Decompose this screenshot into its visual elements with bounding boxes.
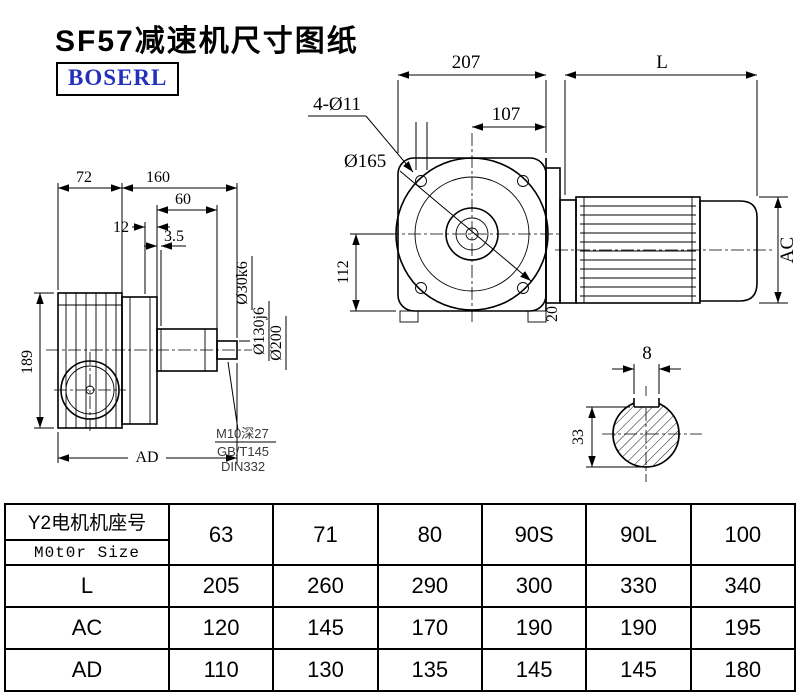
table-cell: 300	[480, 564, 588, 608]
dim-189: 189	[19, 350, 36, 374]
table-cell: 145	[585, 648, 692, 692]
dim-60: 60	[175, 191, 191, 208]
table-cell: 130	[272, 648, 379, 692]
table-cell-size: 100	[689, 503, 797, 566]
table-cell: 145	[480, 648, 588, 692]
dim-12: 12	[113, 219, 129, 236]
motor-size-header-cell: Y2电机机座号 M0t0r Size	[4, 503, 170, 566]
dim-165: Ø165	[344, 151, 386, 172]
dim-20: 20	[544, 306, 561, 322]
table-cell: 340	[689, 564, 797, 608]
table-cell: 330	[585, 564, 692, 608]
dim-flange-dia: Ø200	[268, 325, 285, 361]
table-cell: 180	[689, 648, 797, 692]
table-cell: 110	[167, 648, 275, 692]
front-view: 207 L 4-Ø11 107 Ø165 112 20 AC	[308, 52, 798, 323]
table-cell: 195	[689, 606, 797, 650]
technical-drawing: 72 160 60 12 3.5 189 AD Ø30k6 Ø130j6 Ø	[19, 52, 798, 482]
dim-ad-label: AD	[135, 449, 158, 466]
table-cell-size: 90L	[585, 503, 692, 566]
page-title: SF57减速机尺寸图纸	[55, 25, 359, 58]
dim-72: 72	[76, 169, 92, 186]
dim-207: 207	[452, 52, 481, 73]
dim-160: 160	[146, 169, 170, 186]
dim-shaft-dia: Ø30k6	[234, 261, 251, 305]
dimension-table: Y2电机机座号 M0t0r Size 63 71 80 90S 90L 100 …	[4, 503, 797, 692]
row-label-ad: AD	[4, 648, 170, 692]
table-cell-size: 90S	[480, 503, 588, 566]
dim-ac-label: AC	[777, 237, 798, 263]
table-cell-size: 71	[272, 503, 379, 566]
dim-3-5: 3.5	[164, 228, 184, 245]
motor-size-label-en: M0t0r Size	[33, 544, 140, 562]
table-cell: 290	[376, 564, 483, 608]
table-cell: 260	[272, 564, 379, 608]
dim-112: 112	[335, 260, 352, 283]
dim-107: 107	[492, 104, 521, 125]
dim-spigot-dia: Ø130j6	[251, 307, 268, 355]
dim-key-depth: 33	[570, 429, 587, 445]
row-label-ac: AC	[4, 606, 170, 650]
table-cell: 120	[167, 606, 275, 650]
table-cell: 190	[480, 606, 588, 650]
left-side-view: 72 160 60 12 3.5 189 AD Ø30k6 Ø130j6 Ø	[19, 169, 287, 474]
table-row-ac: AC 120 145 170 190 190 195	[4, 606, 797, 650]
motor-size-label-cn: Y2电机机座号	[6, 505, 168, 541]
shaft-section-view: 8 33	[570, 343, 702, 482]
dim-bolt-holes: 4-Ø11	[313, 94, 361, 115]
table-row-l: L 205 260 290 300 330 340	[4, 564, 797, 608]
table-cell-size: 63	[167, 503, 275, 566]
dim-l: L	[656, 52, 668, 73]
table-row-motor-size: Y2电机机座号 M0t0r Size 63 71 80 90S 90L 100	[4, 503, 797, 566]
table-cell: 170	[376, 606, 483, 650]
table-cell-size: 80	[376, 503, 483, 566]
dim-key-width: 8	[642, 343, 652, 364]
row-label-l: L	[4, 564, 170, 608]
note-tap: M10深27	[216, 426, 269, 441]
table-cell: 145	[272, 606, 379, 650]
note-din-standard: DIN332	[221, 459, 265, 474]
table-cell: 135	[376, 648, 483, 692]
motor-fins	[580, 205, 696, 297]
table-row-ad: AD 110 130 135 145 145 180	[4, 648, 797, 692]
boserl-logo: BOSERL	[56, 62, 180, 96]
table-cell: 205	[167, 564, 275, 608]
note-gb-standard: GB/T145	[217, 444, 269, 459]
table-cell: 190	[585, 606, 692, 650]
